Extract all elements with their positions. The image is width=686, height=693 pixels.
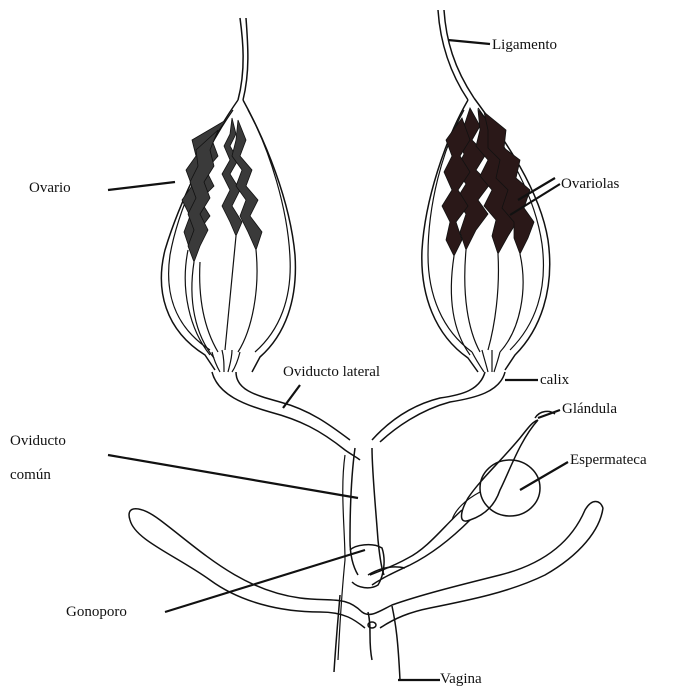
label-ovario: Ovario (29, 179, 71, 197)
leader-espermateca (520, 462, 568, 490)
leader-oviducto-lateral (283, 385, 300, 408)
label-oviducto-comun-2: común (10, 466, 51, 484)
label-oviducto-comun-1: Oviducto (10, 432, 66, 450)
left-lateral-oviduct (212, 372, 360, 460)
vagina-body (129, 502, 603, 681)
leader-oviducto-comun (108, 455, 358, 498)
leader-gonoporo (165, 550, 365, 612)
label-gonoporo: Gonoporo (66, 603, 127, 621)
label-calix: calix (540, 371, 569, 389)
label-ligamento: Ligamento (492, 36, 557, 54)
leader-ovario (108, 182, 175, 190)
left-ovarioles (182, 118, 262, 372)
left-ligament (238, 18, 248, 100)
label-oviducto-lateral: Oviducto lateral (283, 363, 380, 381)
label-ovariolas: Ovariolas (561, 175, 619, 193)
right-ligament (438, 10, 474, 100)
right-ovarioles (442, 108, 534, 372)
left-ovary (161, 18, 295, 372)
label-glandula: Glándula (562, 400, 617, 418)
right-ovary (422, 10, 550, 372)
label-espermateca: Espermateca (570, 451, 647, 469)
label-vagina: Vagina (440, 670, 482, 688)
spermatheca-gland (370, 411, 555, 585)
leader-ligamento (448, 40, 490, 44)
right-lateral-oviduct (372, 372, 505, 442)
common-oviduct (350, 448, 384, 575)
